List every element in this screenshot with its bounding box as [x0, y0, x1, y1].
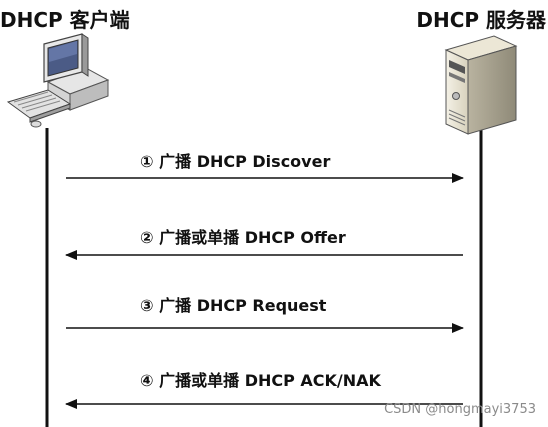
server-title: DHCP 服务器 [416, 8, 546, 32]
client-title: DHCP 客户端 [0, 8, 130, 32]
message-offer-label: ② 广播或单播 DHCP Offer [140, 228, 346, 247]
message-discover-label: ① 广播 DHCP Discover [140, 152, 331, 171]
message-ack-nak-label: ④ 广播或单播 DHCP ACK/NAK [140, 371, 381, 390]
message-request-label: ③ 广播 DHCP Request [140, 296, 327, 315]
desktop-computer-icon [6, 33, 110, 128]
tower-server-icon [444, 35, 518, 135]
watermark: CSDN @hongmayi3753 [384, 402, 536, 417]
